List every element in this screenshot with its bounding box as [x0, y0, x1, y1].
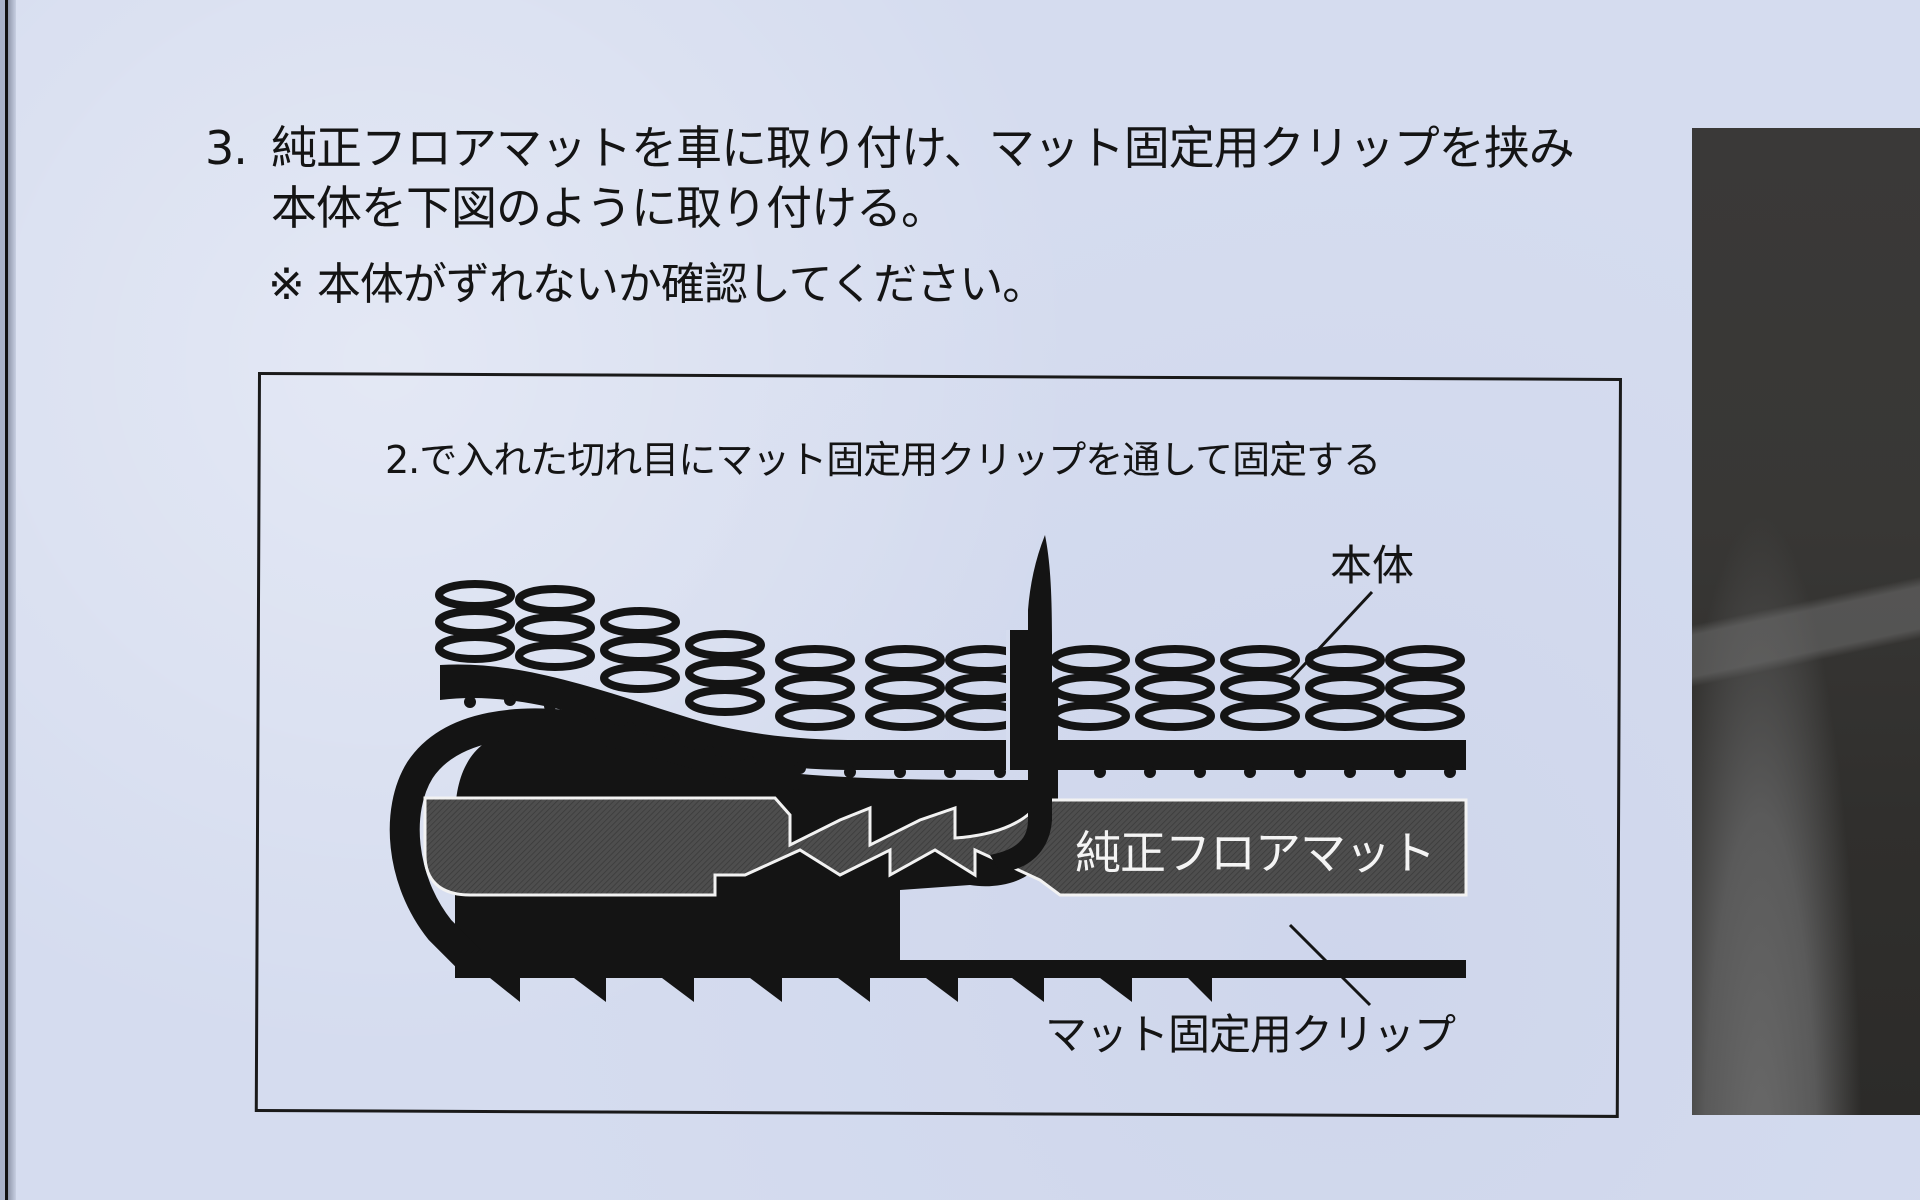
clip-hook-arrow	[990, 535, 1052, 872]
instruction-step: 3. 純正フロアマットを車に取り付け、マット固定用クリップを挟み 本体を下図のよう…	[205, 118, 1575, 238]
body-leader-line	[1288, 590, 1374, 682]
caution-note: ※ 本体がずれないか確認してください。	[268, 259, 1046, 310]
clip-label: マット固定用クリップ	[1045, 1010, 1456, 1059]
floor-mat-label: 純正フロアマット	[1075, 826, 1436, 880]
step-number: 3.	[205, 121, 248, 175]
diagram-caption: 2.で入れた切れ目にマット固定用クリップを通して固定する	[385, 438, 1381, 482]
body-mat-shape	[439, 584, 1466, 778]
step-text-line2: 本体を下図のように取り付ける。	[271, 181, 947, 235]
clip-leader-line	[1288, 923, 1372, 1007]
floor-mat-shape	[423, 796, 1468, 897]
body-label: 本体	[1330, 541, 1415, 590]
step-text-line1: 純正フロアマットを車に取り付け、マット固定用クリップを挟み	[271, 121, 1575, 175]
page-binding-edge	[0, 0, 16, 1200]
car-floor-photo	[1692, 128, 1920, 1115]
